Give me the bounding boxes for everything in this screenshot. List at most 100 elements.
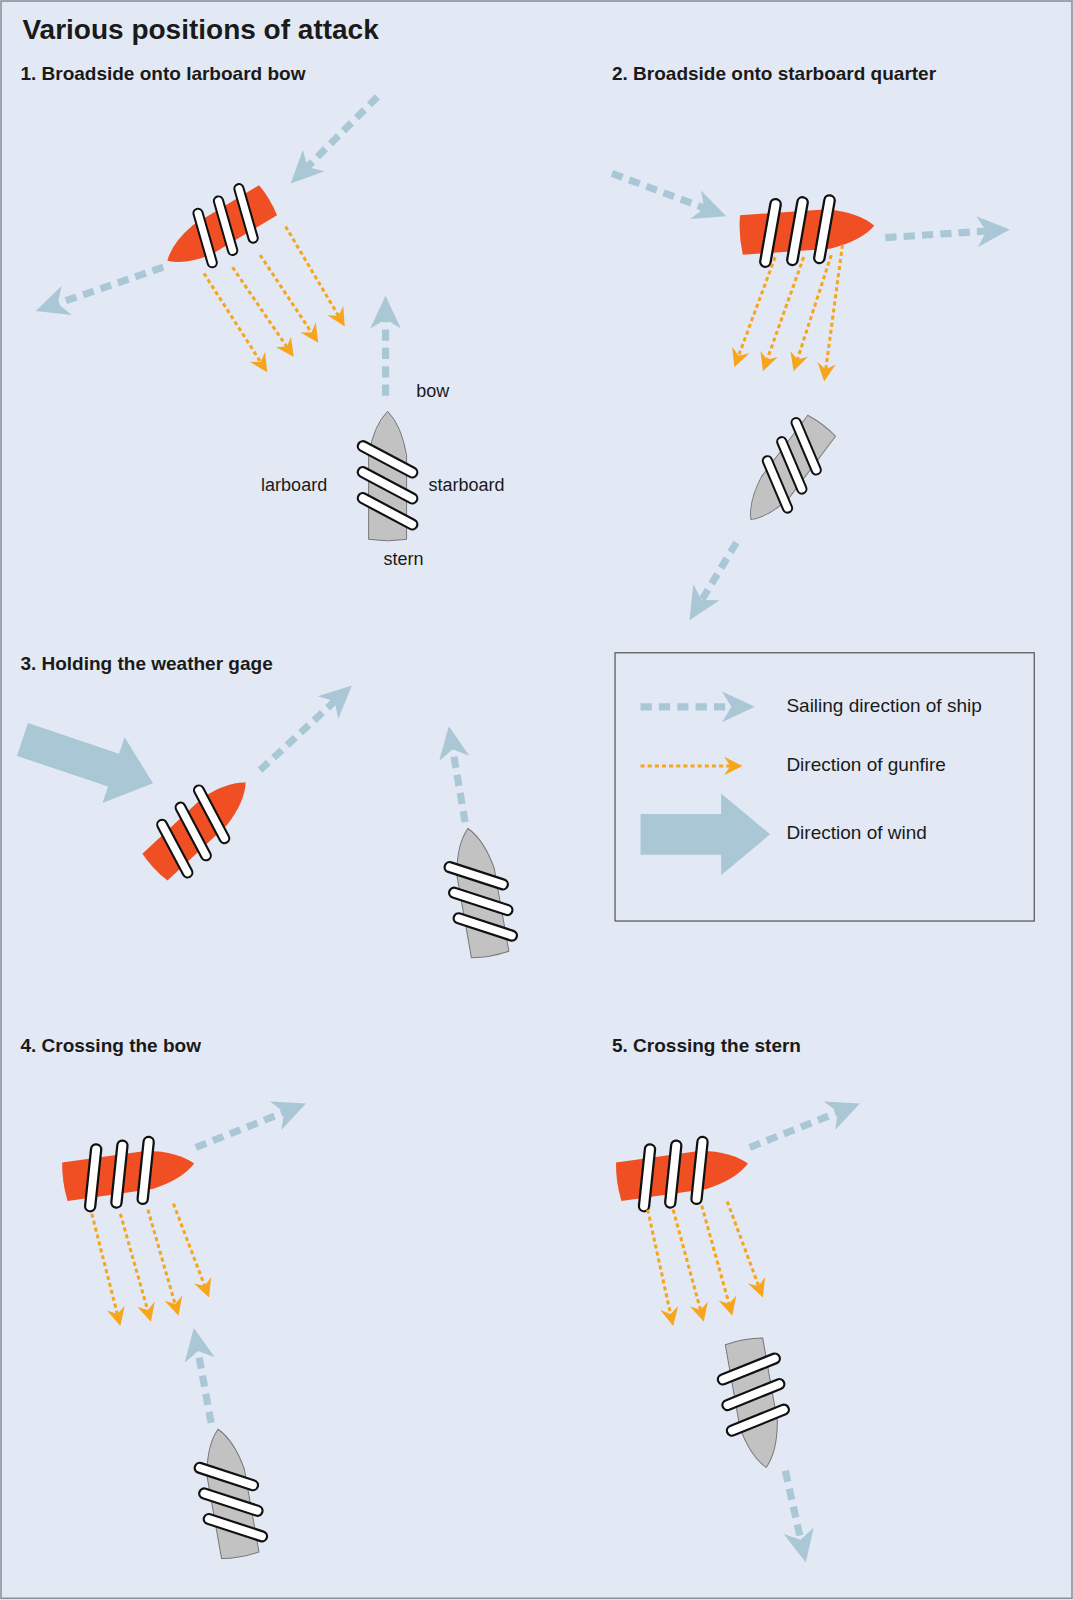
gunfire-arrow	[92, 1214, 118, 1314]
sailing-arrow	[382, 318, 389, 396]
ship-yard	[759, 198, 781, 267]
gunfire-arrow	[767, 257, 804, 360]
gunfire-arrow	[739, 257, 776, 356]
gunfire-arrowhead	[137, 1302, 155, 1322]
ship-yard	[111, 1140, 128, 1208]
ship-yard	[356, 439, 419, 479]
ship-hull	[141, 769, 258, 882]
sailing-arrow	[196, 1112, 285, 1148]
attacking-ship	[152, 173, 285, 286]
wind-arrow-shape	[11, 707, 164, 817]
gunfire-arrow	[286, 226, 339, 315]
ship-yard	[233, 183, 259, 244]
sailing-arrow	[307, 97, 378, 168]
sailing-arrowhead	[976, 216, 1010, 247]
gunfire-arrowhead	[250, 352, 268, 372]
sailing-arrowhead	[318, 685, 352, 718]
ship-yard	[202, 1513, 268, 1543]
ship-part-label: bow	[416, 381, 449, 402]
ship-yard	[198, 1487, 264, 1517]
wind-arrow	[11, 707, 164, 817]
ship-yard	[192, 208, 218, 269]
gunfire-arrow	[648, 1210, 671, 1314]
sailing-arrow	[641, 703, 733, 710]
ship-hull	[615, 1144, 751, 1201]
panel-title: 5. Crossing the stern	[612, 1035, 801, 1057]
attacking-ship	[612, 1130, 752, 1216]
gunfire-arrow	[173, 1204, 204, 1286]
gunfire-arrow	[702, 1206, 729, 1304]
gunfire-arrowhead	[276, 337, 294, 357]
legend-text: Sailing direction of ship	[786, 695, 981, 717]
enemy-ship	[711, 1334, 799, 1473]
gunfire-arrowhead	[660, 1306, 678, 1326]
ship-hull	[61, 1144, 197, 1201]
ship-yard	[452, 912, 518, 942]
ship-yard	[786, 196, 808, 265]
ship-yard	[448, 886, 514, 916]
attacking-ship	[59, 1130, 199, 1216]
sailing-arrow	[260, 701, 335, 770]
sailing-arrowhead	[824, 1101, 860, 1129]
diagram-title: Various positions of attack	[22, 14, 378, 46]
sailing-arrow	[57, 267, 163, 304]
ship-hull	[158, 185, 278, 276]
gunfire-arrowhead	[748, 1277, 765, 1297]
gunfire-arrow	[204, 273, 261, 362]
gunfire-arrow	[120, 1214, 147, 1310]
sailing-arrowhead	[370, 296, 401, 329]
gunfire-arrowhead	[790, 351, 807, 371]
ship-yard	[665, 1140, 682, 1208]
gunfire-arrow	[260, 255, 311, 333]
panel-title: 3. Holding the weather gage	[20, 653, 272, 675]
sailing-arrowhead	[185, 1328, 215, 1363]
attacking-ship	[737, 191, 876, 269]
enemy-ship	[437, 823, 521, 961]
sailing-arrow	[198, 1350, 211, 1423]
enemy-ship	[356, 411, 419, 540]
sailing-arrowhead	[784, 1527, 814, 1562]
gunfire-arrow	[727, 1202, 758, 1286]
gunfire-arrow	[797, 255, 831, 360]
gunfire-arrowhead	[732, 347, 749, 367]
ship-yard	[443, 861, 509, 891]
gunfire-arrow	[826, 245, 843, 370]
sailing-arrowhead	[690, 190, 726, 219]
gunfire-arrowhead	[194, 1277, 211, 1297]
sailing-arrow	[453, 748, 466, 822]
gunfire-arrowhead	[724, 757, 742, 775]
ship-hull	[738, 206, 875, 255]
gunfire-arrowhead	[760, 351, 777, 371]
panel-title: 4. Crossing the bow	[20, 1035, 201, 1057]
ship-part-label: larboard	[261, 475, 327, 496]
ship-yard	[193, 1462, 259, 1492]
sailing-arrow	[885, 231, 987, 238]
sailing-arrowhead	[689, 584, 719, 620]
panel-title: 2. Broadside onto starboard quarter	[612, 63, 936, 85]
ship-yard	[691, 1136, 708, 1204]
ship-yard	[638, 1144, 655, 1212]
gunfire-arrow	[148, 1210, 175, 1304]
sailing-arrowhead	[291, 150, 325, 184]
attacking-ship	[132, 759, 268, 892]
ship-part-label: starboard	[428, 475, 504, 496]
sailing-arrow	[750, 1112, 839, 1148]
legend-text: Direction of gunfire	[786, 754, 945, 776]
gunfire-arrowhead	[327, 306, 344, 326]
enemy-ship	[187, 1424, 271, 1562]
wind-arrow	[641, 794, 771, 876]
legend-text: Direction of wind	[786, 822, 926, 844]
gunfire-arrowhead	[300, 322, 318, 342]
sailing-arrowhead	[439, 726, 469, 761]
gunfire-arrowhead	[817, 362, 835, 381]
ship-part-label: stern	[384, 549, 424, 570]
ship-yard	[213, 195, 239, 256]
gunfire-arrowhead	[107, 1306, 125, 1326]
sailing-arrowhead	[270, 1101, 306, 1129]
sailing-arrow	[785, 1471, 801, 1541]
sailing-arrowhead	[36, 286, 72, 315]
